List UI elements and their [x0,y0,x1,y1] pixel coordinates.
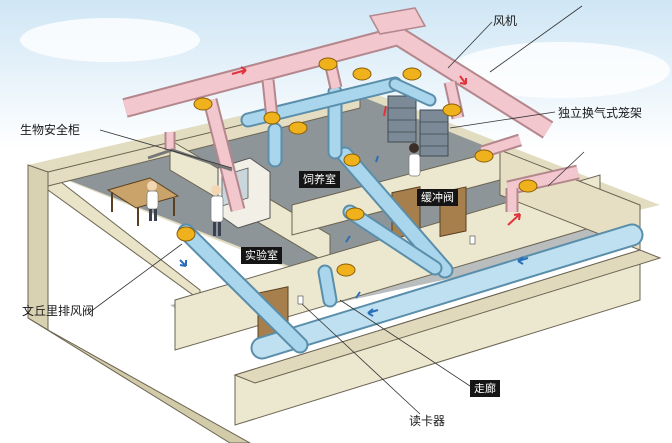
isolator-cage-rack [387,95,417,143]
valve [343,153,361,167]
corridor-front-wall-top [233,249,662,384]
isolator-cage-rack [419,109,449,157]
leader-exhaust-top [489,5,583,73]
leader-venturi-valve [89,243,183,313]
lab-desk [106,177,180,209]
supply-arrow [375,155,379,163]
card-reader-device [469,235,476,245]
fan-label: 风机 [493,14,518,28]
person-in-animal-room [408,143,421,177]
person-at-desk [146,181,159,221]
exhaust-duct-elbow [368,7,427,35]
valve [474,149,494,163]
valve [288,121,308,135]
animal-room-tag: 饲养室 [299,171,340,188]
leader-card-reader [301,303,421,415]
valve [518,179,538,193]
card-reader-label: 读卡器 [409,414,446,428]
front-outer-wall [27,317,252,443]
valve [352,67,372,81]
valve [336,263,356,277]
exhaust-arrow [507,213,521,226]
leader-exhaust-right [547,151,585,187]
laboratory-tag: 实验室 [241,247,282,264]
biosafety-cabinet-duct [147,148,233,172]
leader-isolator-rack [449,111,556,129]
corridor-tag: 走廊 [470,380,500,397]
valve [318,57,338,71]
leader-fan [447,21,493,69]
biosafety-cabinet-label: 生物安全柜 [20,123,81,137]
valve [345,207,365,221]
supply-arrow [355,291,361,299]
valve [442,103,462,117]
airflow-arrows [179,66,529,317]
valve [176,226,196,242]
buffer-valve-tag: 缓冲阀 [417,189,458,206]
venturi-valve-label: 文丘里排风阀 [22,304,95,318]
leader-lines [89,5,585,415]
isolator-rack-label: 独立换气式笼架 [558,106,643,120]
valves [176,57,538,277]
supply-arrow [345,235,351,243]
card-reader-device [297,295,304,305]
valve [193,97,213,111]
valve [402,67,422,81]
exhaust-arrow [383,105,387,117]
valve [263,111,281,125]
leader-biosafety-cabinet [99,129,233,169]
person-at-cabinet [210,185,224,236]
leader-corridor [339,299,471,387]
cloud [450,42,670,98]
cloud [20,18,200,62]
exhaust-arrow [231,69,247,75]
